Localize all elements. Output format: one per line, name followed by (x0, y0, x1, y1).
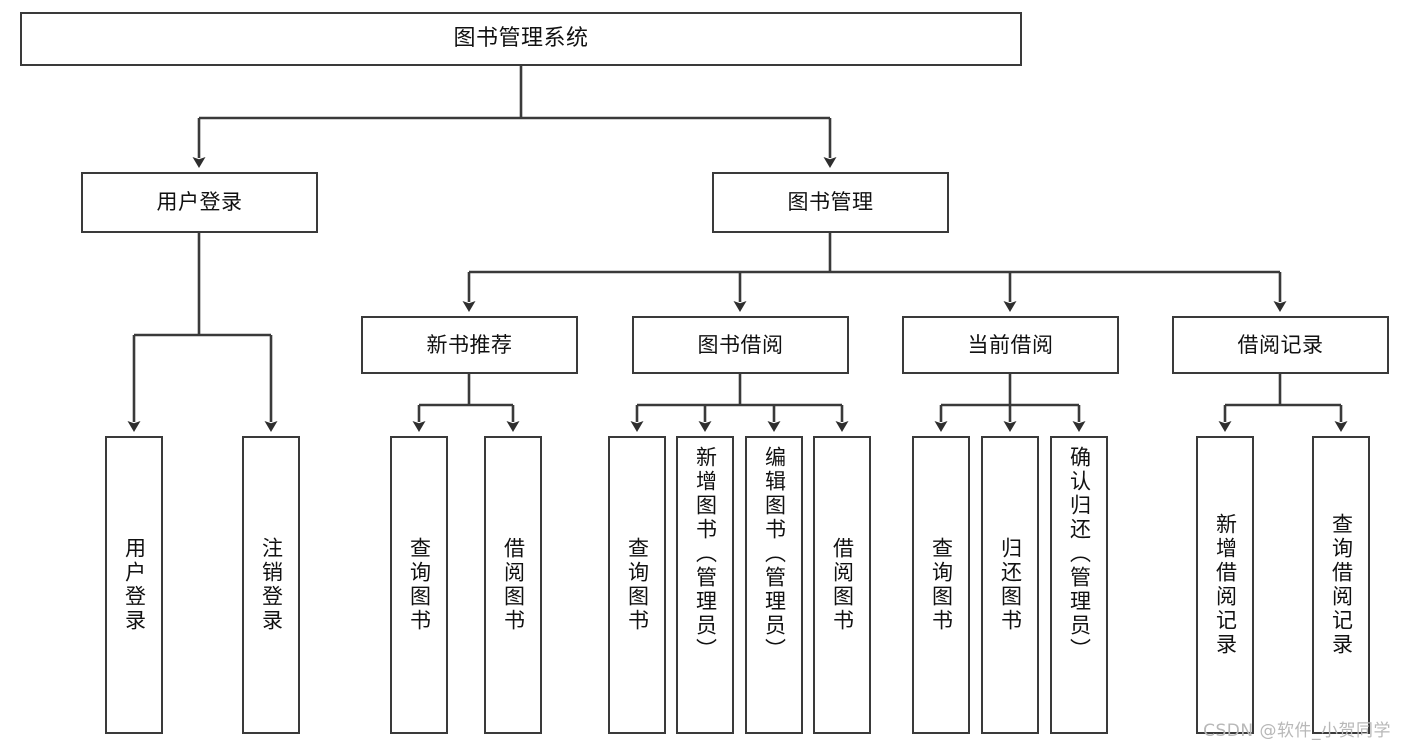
leaf-current-confirm-return-admin[interactable]: 确认归还（管理员） (1050, 436, 1108, 734)
node-user-login[interactable]: 用户登录 (81, 172, 318, 233)
node-label: 新增图书（管理员） (693, 446, 718, 662)
leaf-record-query-borrow-record[interactable]: 查询借阅记录 (1312, 436, 1370, 734)
leaf-user-login[interactable]: 用户登录 (105, 436, 163, 734)
node-current-borrowing[interactable]: 当前借阅 (902, 316, 1119, 374)
node-label: 图书管理 (787, 190, 874, 215)
leaf-borrow-edit-book-admin[interactable]: 编辑图书（管理员） (745, 436, 803, 734)
node-label: 用户登录 (156, 190, 243, 215)
node-label: 编辑图书（管理员） (762, 446, 787, 662)
node-label: 当前借阅 (967, 332, 1054, 357)
leaf-borrow-add-book-admin[interactable]: 新增图书（管理员） (676, 436, 734, 734)
node-label: 新增借阅记录 (1213, 513, 1238, 657)
node-label: 用户登录 (122, 537, 147, 633)
csdn-watermark: CSDN @软件_小贺同学 (1203, 721, 1391, 741)
node-label: 注销登录 (259, 537, 284, 633)
node-book-management[interactable]: 图书管理 (712, 172, 949, 233)
node-label: 借阅图书 (501, 537, 526, 633)
leaf-record-add-borrow-record[interactable]: 新增借阅记录 (1196, 436, 1254, 734)
node-label: 查询图书 (407, 537, 432, 633)
leaf-current-return-book[interactable]: 归还图书 (981, 436, 1039, 734)
leaf-borrow-query-book[interactable]: 查询图书 (608, 436, 666, 734)
leaf-current-query-book[interactable]: 查询图书 (912, 436, 970, 734)
node-label: 图书借阅 (697, 332, 784, 357)
node-label: 查询图书 (625, 537, 650, 633)
node-label: 借阅图书 (830, 537, 855, 633)
leaf-user-logout[interactable]: 注销登录 (242, 436, 300, 734)
node-label: 新书推荐 (426, 332, 513, 357)
node-label: 查询借阅记录 (1329, 513, 1354, 657)
node-new-book-recommendation[interactable]: 新书推荐 (361, 316, 578, 374)
node-borrowing-record[interactable]: 借阅记录 (1172, 316, 1389, 374)
node-label: 借阅记录 (1237, 332, 1324, 357)
leaf-borrow-lend-book[interactable]: 借阅图书 (813, 436, 871, 734)
leaf-recommend-query-book[interactable]: 查询图书 (390, 436, 448, 734)
node-label: 查询图书 (929, 537, 954, 633)
leaf-recommend-borrow-book[interactable]: 借阅图书 (484, 436, 542, 734)
node-label: 确认归还（管理员） (1067, 446, 1092, 662)
node-book-borrowing[interactable]: 图书借阅 (632, 316, 849, 374)
node-root-book-management-system[interactable]: 图书管理系统 (20, 12, 1022, 66)
node-label: 归还图书 (998, 537, 1023, 633)
node-label: 图书管理系统 (453, 26, 589, 52)
